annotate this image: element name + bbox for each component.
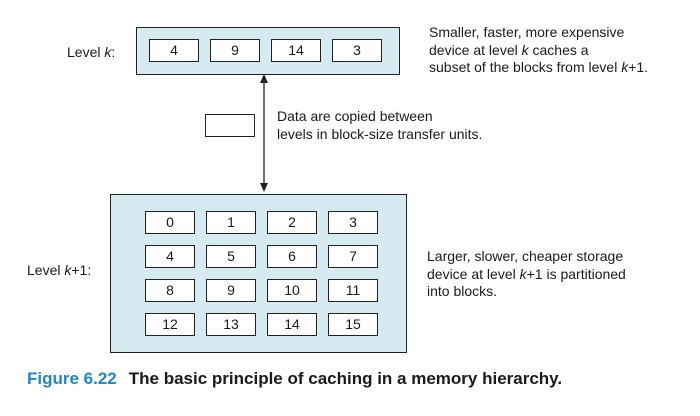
level-k1-label: Level k+1: — [27, 262, 91, 278]
level-k-desc-line3: subset of the blocks from level k+1. — [429, 59, 648, 77]
level-k1-block: 14 — [267, 313, 317, 336]
figure-number: Figure 6.22 — [27, 369, 117, 388]
transfer-description: Data are copied between levels in block-… — [277, 108, 482, 143]
level-k1-label-suffix: +1: — [71, 262, 92, 278]
level-k-desc-line1: Smaller, faster, more expensive — [429, 24, 625, 40]
level-k1-desc-line1: Larger, slower, cheaper storage — [427, 248, 624, 264]
level-k1-desc-line2a: device at level — [427, 265, 520, 282]
level-k-desc-line2: device at level k caches a — [429, 42, 648, 60]
level-k1-block: 0 — [145, 211, 195, 234]
level-k-label-prefix: Level — [67, 44, 105, 60]
level-k1-desc-line2b: +1 is partitioned — [526, 265, 626, 282]
level-k-label-suffix: : — [111, 44, 116, 60]
level-k1-block: 6 — [267, 245, 317, 268]
level-k-desc-line3var: k — [621, 59, 629, 75]
transfer-block — [205, 114, 255, 137]
level-k-block: 14 — [271, 39, 321, 62]
level-k-block: 9 — [210, 39, 260, 62]
level-k1-block: 15 — [328, 313, 378, 336]
level-k1-panel: 0 1 2 3 4 5 6 7 8 9 10 11 12 13 14 15 — [110, 194, 407, 353]
level-k-label-var: k — [104, 44, 112, 60]
level-k1-block: 3 — [328, 211, 378, 234]
level-k1-block: 1 — [206, 211, 256, 234]
level-k1-block: 4 — [145, 245, 195, 268]
level-k1-block: 8 — [145, 279, 195, 302]
level-k1-block: 12 — [145, 313, 195, 336]
level-k1-label-prefix: Level — [27, 262, 65, 278]
level-k1-block: 9 — [206, 279, 256, 302]
level-k1-desc-line2: device at level k+1 is partitioned — [427, 266, 626, 284]
level-k1-label-var: k — [64, 262, 72, 278]
level-k1-block: 13 — [206, 313, 256, 336]
level-k1-desc-line2var: k — [519, 265, 527, 282]
transfer-desc-line1: Data are copied between — [277, 108, 433, 124]
level-k-block: 3 — [332, 39, 382, 62]
figure-caption-text: The basic principle of caching in a memo… — [128, 369, 563, 388]
level-k-desc-line2var: k — [521, 41, 529, 58]
level-k-desc-line2b: caches a — [528, 41, 589, 58]
level-k1-block: 10 — [267, 279, 317, 302]
level-k1-desc-line3: into blocks. — [427, 283, 498, 299]
level-k-panel: 4 9 14 3 — [136, 27, 400, 75]
level-k1-description: Larger, slower, cheaper storage device a… — [427, 248, 626, 301]
level-k1-block: 11 — [328, 279, 378, 302]
level-k-label: Level k: — [67, 44, 115, 60]
level-k1-block: 2 — [267, 211, 317, 234]
figure-caption: Figure 6.22 The basic principle of cachin… — [27, 369, 562, 389]
level-k-desc-line3b: +1. — [628, 59, 649, 75]
double-arrow-icon — [260, 74, 268, 192]
level-k-desc-line3a: subset of the blocks from level — [429, 59, 622, 75]
level-k-block: 4 — [149, 39, 199, 62]
transfer-desc-line2: levels in block-size transfer units. — [277, 125, 483, 142]
level-k1-block: 5 — [206, 245, 256, 268]
level-k1-block: 7 — [328, 245, 378, 268]
level-k-description: Smaller, faster, more expensive device a… — [429, 24, 648, 77]
level-k-desc-line2a: device at level — [429, 41, 522, 58]
